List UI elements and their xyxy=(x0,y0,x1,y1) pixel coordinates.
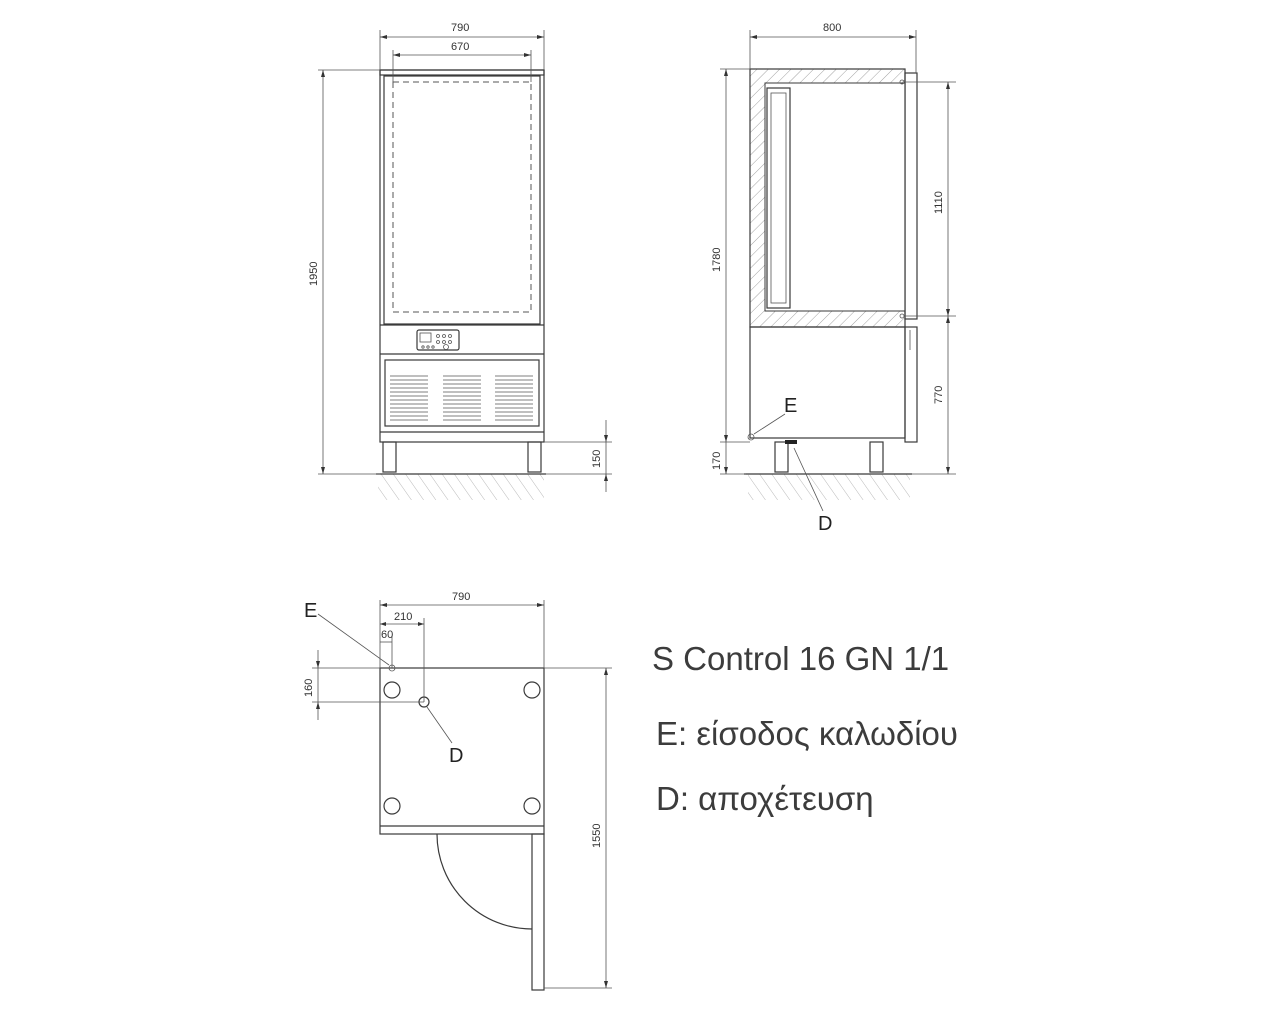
dim-side-base-height: 770 xyxy=(933,386,945,404)
front-leg-left xyxy=(382,441,397,473)
plan-label-d: D xyxy=(449,745,463,767)
front-view: 790 670 1950 150 xyxy=(308,22,612,500)
front-leg-right xyxy=(527,441,542,473)
dim-front-height: 1950 xyxy=(308,262,320,286)
front-door xyxy=(383,75,541,325)
plan-label-e: E xyxy=(304,600,317,622)
dim-side-inlet-height: 170 xyxy=(711,452,723,470)
control-panel xyxy=(416,329,460,351)
plan-door xyxy=(531,833,545,991)
dim-front-leg-height: 150 xyxy=(591,450,603,468)
front-lower-panel xyxy=(384,359,540,427)
side-view: 800 1780 170 1110 770 E D xyxy=(711,22,956,535)
legend-drain: D: αποχέτευση xyxy=(656,780,874,817)
plan-cabinet-outline xyxy=(379,667,545,835)
dim-plan-width: 790 xyxy=(452,591,470,603)
side-label-e: E xyxy=(784,395,797,417)
side-cable-inlet xyxy=(747,433,755,441)
dim-front-width-inner: 670 xyxy=(451,41,469,53)
dim-side-body-height: 1780 xyxy=(711,248,723,272)
dim-side-door-height: 1110 xyxy=(933,191,945,214)
side-label-d: D xyxy=(818,513,832,535)
dim-plan-inlet-offset: 60 xyxy=(381,629,393,641)
dim-plan-door-swing: 1550 xyxy=(591,824,603,848)
side-door-profile xyxy=(904,72,918,320)
front-cabinet-outline xyxy=(379,69,545,443)
model-title: S Control 16 GN 1/1 xyxy=(652,640,950,677)
legend-cable-inlet: E: είσοδος καλωδίου xyxy=(656,715,958,752)
dim-side-depth: 800 xyxy=(823,22,841,34)
plan-view: 790 210 60 160 1550 E D xyxy=(303,591,612,991)
front-vent-grilles xyxy=(390,375,533,421)
front-door-inner xyxy=(392,81,532,313)
plan-door-swing-arc xyxy=(436,833,533,930)
dim-plan-drain-offset: 210 xyxy=(394,611,412,623)
dim-plan-drain-depth: 160 xyxy=(303,679,315,697)
side-tray-rack xyxy=(766,87,791,309)
dim-front-width-outer: 790 xyxy=(451,22,469,34)
